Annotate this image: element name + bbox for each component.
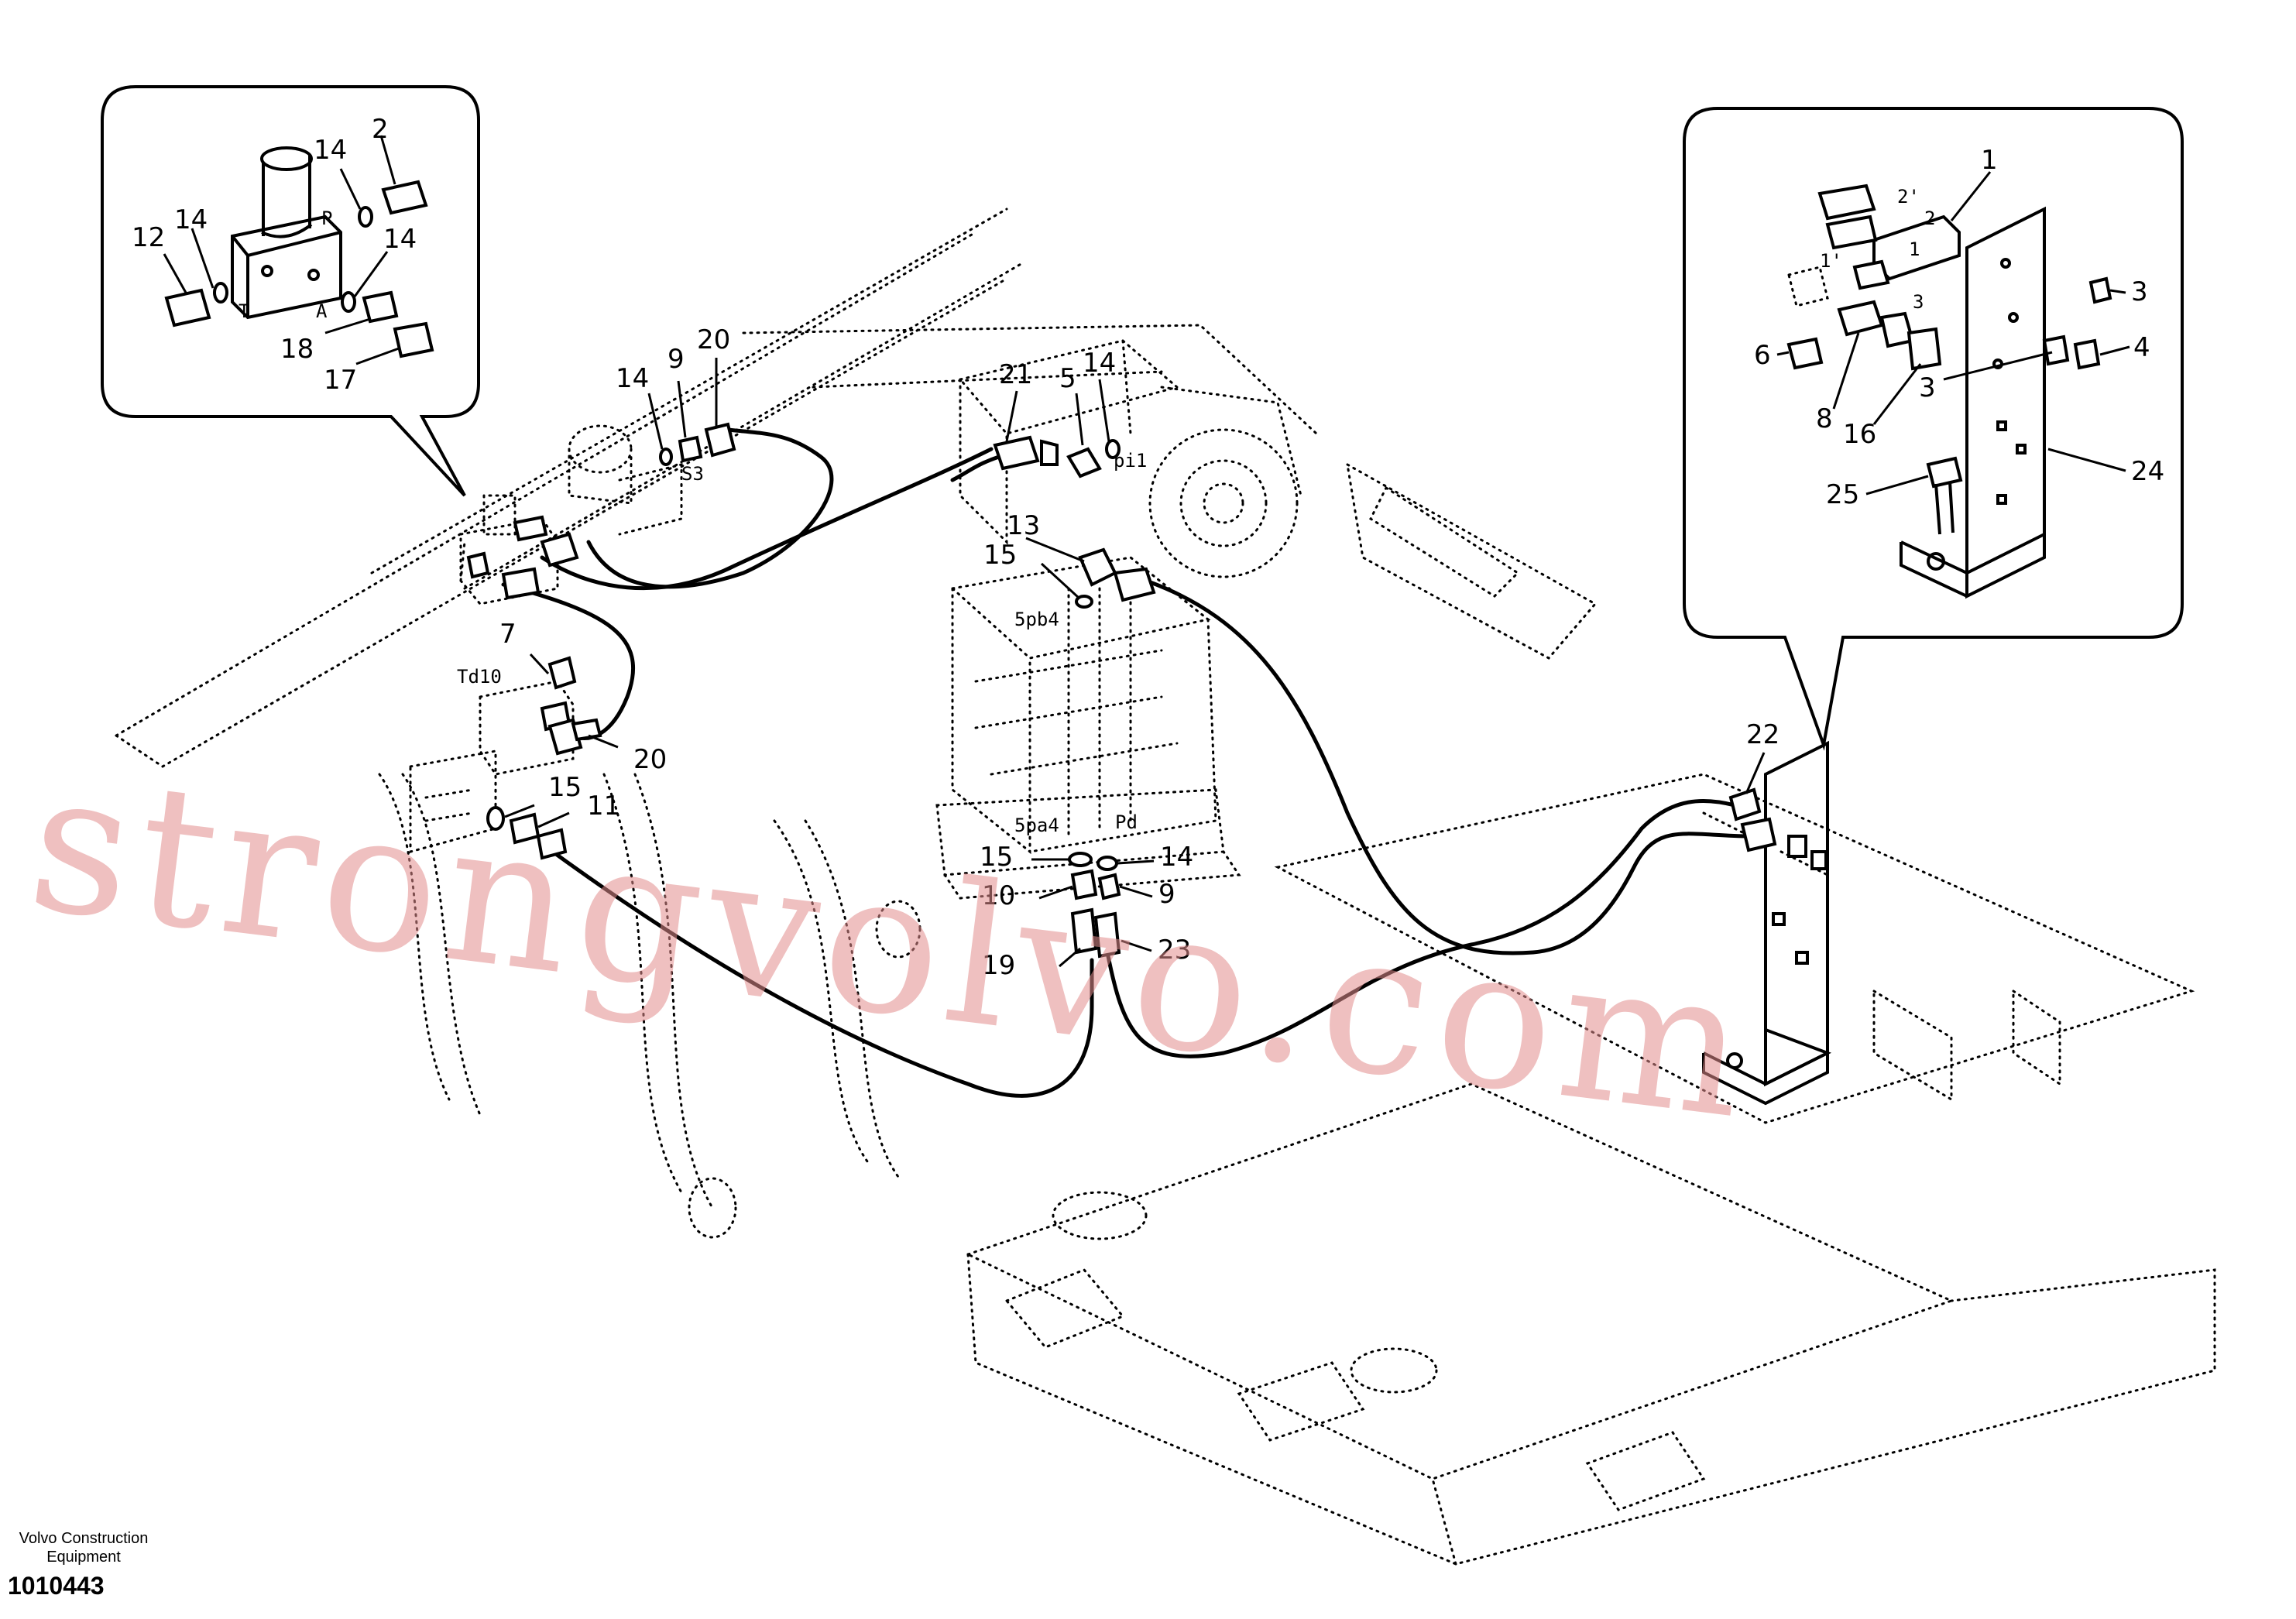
label-23: 23 [1158,935,1191,966]
label-9-s3: 9 [668,344,685,375]
bracket-main [1702,740,1831,1106]
port-2-prime: 2' [1897,186,1920,208]
label-11: 11 [587,791,620,822]
leader-lines [504,358,1766,968]
label-18: 18 [280,334,314,365]
label-24: 24 [2131,456,2164,487]
port-labels: P T A S3 pi1 5pb4 Td10 5pa4 Pd 2' 2 1' 1… [239,186,1935,836]
port-T: T [239,300,249,322]
label-25: 25 [1826,479,1859,510]
drawing-number: 1010443 [8,1572,105,1600]
port-1-prime: 1' [1820,250,1842,272]
port-Td10: Td10 [457,666,502,688]
label-3-top: 3 [2131,276,2148,307]
label-7: 7 [499,619,517,650]
brand-line-2: Equipment [46,1549,121,1566]
port-2: 2 [1924,208,1935,229]
port-A: A [316,300,328,322]
port-5pb4: 5pb4 [1014,609,1059,630]
main-fittings [466,422,1777,959]
label-13: 13 [1007,510,1040,541]
label-15-top: 15 [983,540,1017,571]
label-9-bottom: 9 [1158,879,1175,910]
label-14-inset-a: 14 [314,135,347,166]
label-8: 8 [1816,403,1833,434]
label-21: 21 [999,359,1032,390]
port-5pa4: 5pa4 [1014,815,1059,836]
label-14-inset-b: 14 [174,204,208,235]
brand-name: Volvo Construction Equipment [6,1529,161,1566]
part-numbers: 2 14 14 12 14 18 17 14 9 20 21 5 14 13 1… [132,114,2164,981]
port-P: P [321,208,332,229]
label-16: 16 [1843,419,1876,450]
label-15-left: 15 [548,772,582,803]
port-pi1: pi1 [1114,450,1147,472]
label-15-bottom: 15 [980,842,1013,873]
label-5: 5 [1059,363,1076,394]
inset-bracket-assembly [1683,107,2184,751]
port-S3: S3 [681,463,704,485]
label-20-top: 20 [697,324,730,355]
hoses [501,427,1752,1098]
port-Pd: Pd [1115,811,1138,833]
label-1: 1 [1981,145,1998,176]
label-6: 6 [1754,340,1771,371]
label-14-bottom: 14 [1160,842,1193,873]
accumulator-block [568,424,683,536]
label-22: 22 [1746,719,1779,750]
label-14-pi1: 14 [1083,348,1116,379]
brand-line-1: Volvo Construction [19,1530,149,1547]
label-3-mid: 3 [1919,372,1936,403]
main-control-valve [935,556,1241,900]
label-2-inset: 2 [372,114,389,145]
label-12: 12 [132,222,165,253]
label-17: 17 [324,365,357,396]
label-10: 10 [982,880,1015,911]
label-19: 19 [982,950,1015,981]
port-3: 3 [1913,291,1924,313]
hydraulic-pump [958,339,1302,578]
machine-frame [115,208,2216,1566]
label-14-s3: 14 [616,363,649,394]
label-14-inset-c: 14 [383,224,417,255]
label-20-left: 20 [633,744,667,775]
label-4: 4 [2133,332,2150,363]
port-1: 1 [1909,238,1920,260]
inset-pilot-valve [101,85,480,497]
